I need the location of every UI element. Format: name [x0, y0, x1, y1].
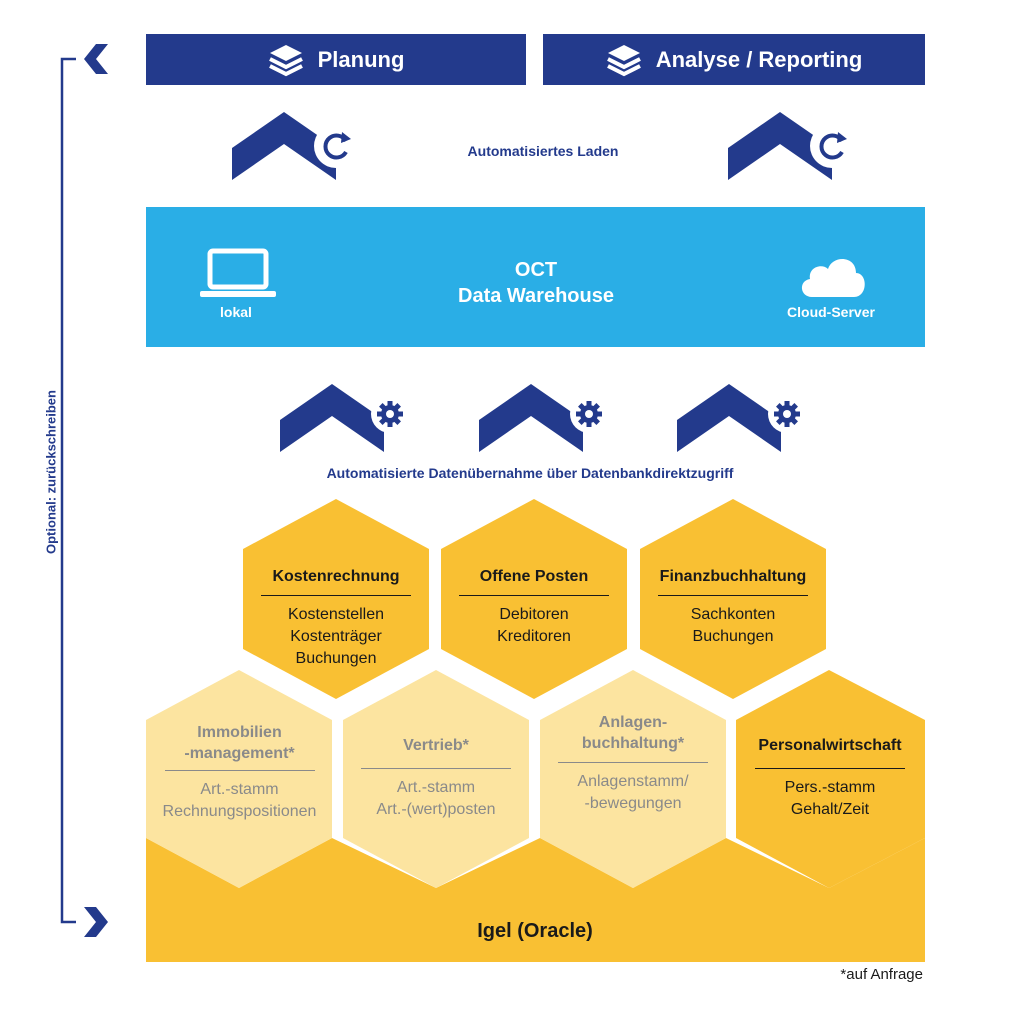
hex-immobilien [146, 670, 332, 888]
laptop-icon [200, 248, 276, 297]
module-immobilien: Immobilien -management* Art.-stamm Rechn… [152, 722, 327, 823]
module-title-line2: buchhaltung* [581, 735, 685, 752]
analyse-bar: Analyse / Reporting [543, 34, 925, 85]
data-warehouse-box: lokal OCT Data Warehouse Cloud-Server [146, 207, 925, 347]
module-title-line1: Anlagen- [598, 714, 668, 731]
module-item: Art.-stamm [200, 781, 279, 798]
hex-anlagen [540, 670, 726, 888]
planung-label: Planung [317, 46, 405, 72]
module-title: Kostenrechnung [272, 568, 400, 585]
module-title: Offene Posten [479, 568, 589, 585]
cloud-label: Cloud-Server [787, 304, 875, 320]
chevron-right-icon [84, 907, 108, 937]
analyse-label: Analyse / Reporting [655, 46, 863, 72]
module-title: Personalwirtschaft [758, 737, 902, 754]
cloud-icon [801, 258, 865, 297]
hex-finanzbuchhaltung [640, 499, 826, 699]
hex-offene-posten [441, 499, 627, 699]
module-item: Kostenstellen [287, 606, 385, 623]
up-arrow-refresh-icon [232, 112, 358, 180]
up-arrow-gear-icon [479, 384, 608, 452]
module-item: Sachkonten [690, 606, 776, 623]
module-offene-posten: Offene Posten Debitoren Kreditoren [454, 566, 614, 648]
module-item: Gehalt/Zeit [790, 801, 870, 818]
layers-icon [268, 44, 303, 76]
local-label: lokal [220, 304, 252, 320]
module-anlagen: Anlagen- buchhaltung* Anlagenstamm/ -bew… [553, 712, 713, 815]
module-finanzbuchhaltung: Finanzbuchhaltung Sachkonten Buchungen [648, 566, 818, 648]
base-label: Igel (Oracle) [477, 920, 593, 942]
module-item: Kostenträger [290, 628, 382, 645]
module-title: Vertrieb* [403, 737, 469, 754]
up-arrow-gear-icon [280, 384, 409, 452]
side-bracket [60, 44, 108, 937]
module-item: Art.-(wert)posten [376, 801, 496, 818]
module-item: Buchungen [692, 628, 774, 645]
module-item: Anlagenstamm/ [577, 773, 689, 790]
up-arrow-gear-icon [677, 384, 806, 452]
footnote: *auf Anfrage [840, 966, 923, 983]
module-kostenrechnung: Kostenrechnung Kostenstellen Kostenträge… [256, 566, 416, 670]
planung-bar: Planung [146, 34, 526, 85]
load-label: Automatisiertes Laden [467, 143, 619, 159]
module-item: Debitoren [499, 606, 569, 623]
module-item: -bewegungen [584, 795, 682, 812]
up-arrow-refresh-icon [728, 112, 854, 180]
module-personal: Personalwirtschaft Pers.-stamm Gehalt/Ze… [745, 735, 915, 821]
module-item: Art.-stamm [396, 779, 476, 796]
transfer-label: Automatisierte Datenübernahme über Daten… [326, 465, 734, 481]
warehouse-title-line1: OCT [514, 259, 558, 281]
hex-kostenrechnung [243, 499, 429, 699]
hex-vertrieb [343, 670, 529, 888]
module-item: Rechnungspositionen [162, 803, 317, 820]
module-title: Finanzbuchhaltung [659, 568, 807, 585]
module-title-line2: -management* [184, 745, 295, 762]
hex-personal [736, 670, 925, 888]
layers-icon [606, 44, 641, 76]
module-item: Buchungen [295, 650, 377, 667]
module-item: Pers.-stamm [784, 779, 876, 796]
warehouse-title-line2: Data Warehouse [458, 285, 614, 307]
igel-base [146, 838, 925, 962]
module-vertrieb: Vertrieb* Art.-stamm Art.-(wert)posten [356, 735, 516, 821]
chevron-left-icon [84, 44, 108, 74]
module-title-line1: Immobilien [197, 724, 282, 741]
module-item: Kreditoren [497, 628, 571, 645]
